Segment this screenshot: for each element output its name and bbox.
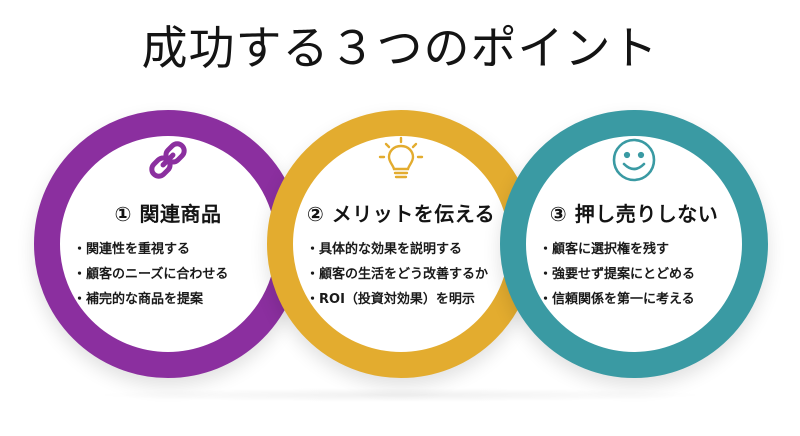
point-circle-1: ① 関連商品 関連性を重視する 顧客のニーズに合わせる 補完的な商品を提案 [34,110,302,378]
link-icon [146,136,190,184]
point-circle-3: ③ 押し売りしない 顧客に選択権を残す 強要せず提案にとどめる 信頼関係を第一に… [500,110,768,378]
point-heading-3: ③ 押し売りしない [549,202,719,226]
list-item: 信頼関係を第一に考える [539,287,729,312]
list-item: ROI（投資対効果）を明示 [306,287,496,312]
floor-shadow [90,388,710,402]
page-title: 成功する３つのポイント [141,21,659,75]
list-item: 顧客に選択権を残す [539,237,729,262]
list-item: 関連性を重視する [73,237,263,262]
smiley-icon [611,136,657,184]
list-item: 顧客のニーズに合わせる [73,262,263,287]
point-list-3: 顧客に選択権を残す 強要せず提案にとどめる 信頼関係を第一に考える [539,237,729,312]
list-item: 強要せず提案にとどめる [539,262,729,287]
point-heading-2: ② メリットを伝える [306,202,496,226]
point-heading-1: ① 関連商品 [114,202,222,226]
lightbulb-icon [377,136,425,184]
list-item: 顧客の生活をどう改善するか [306,262,496,287]
list-item: 具体的な効果を説明する [306,237,496,262]
point-list-2: 具体的な効果を説明する 顧客の生活をどう改善するか ROI（投資対効果）を明示 [306,237,496,312]
point-list-1: 関連性を重視する 顧客のニーズに合わせる 補完的な商品を提案 [73,237,263,312]
list-item: 補完的な商品を提案 [73,287,263,312]
point-circle-2: ② メリットを伝える 具体的な効果を説明する 顧客の生活をどう改善するか ROI… [267,110,535,378]
